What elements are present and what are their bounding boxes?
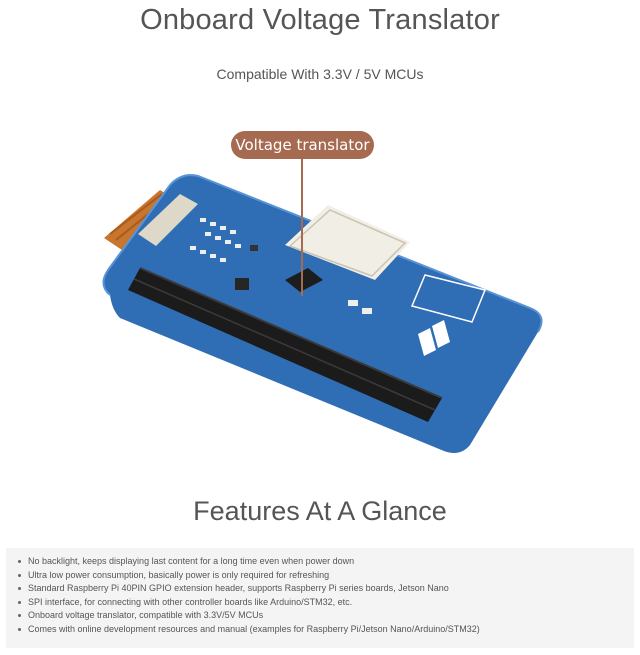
features-list: No backlight, keeps displaying last cont… <box>6 548 634 637</box>
smd-components <box>190 218 372 314</box>
features-box: No backlight, keeps displaying last cont… <box>6 548 634 648</box>
page-subtitle: Compatible With 3.3V / 5V MCUs <box>216 66 424 82</box>
features-title: Features At A Glance <box>193 496 447 526</box>
gpio-header <box>128 267 443 422</box>
fpc-connector <box>138 194 198 246</box>
feature-item: Onboard voltage translator, compatible w… <box>18 609 634 623</box>
waveshare-logo <box>418 320 450 356</box>
pin-connector <box>285 205 410 280</box>
voltage-translator-callout: Voltage translator <box>231 131 374 159</box>
feature-item: Comes with online development resources … <box>18 623 634 637</box>
interface-table <box>410 274 487 323</box>
pcb-board <box>102 174 543 453</box>
feature-item: No backlight, keeps displaying last cont… <box>18 555 634 569</box>
product-image <box>80 150 560 460</box>
voltage-translator-chip <box>285 268 323 292</box>
page-title: Onboard Voltage Translator <box>140 4 500 36</box>
feature-item: SPI interface, for connecting with other… <box>18 596 634 610</box>
feature-item: Ultra low power consumption, basically p… <box>18 569 634 583</box>
callout-pointer-line <box>301 159 303 296</box>
feature-item: Standard Raspberry Pi 40PIN GPIO extensi… <box>18 582 634 596</box>
